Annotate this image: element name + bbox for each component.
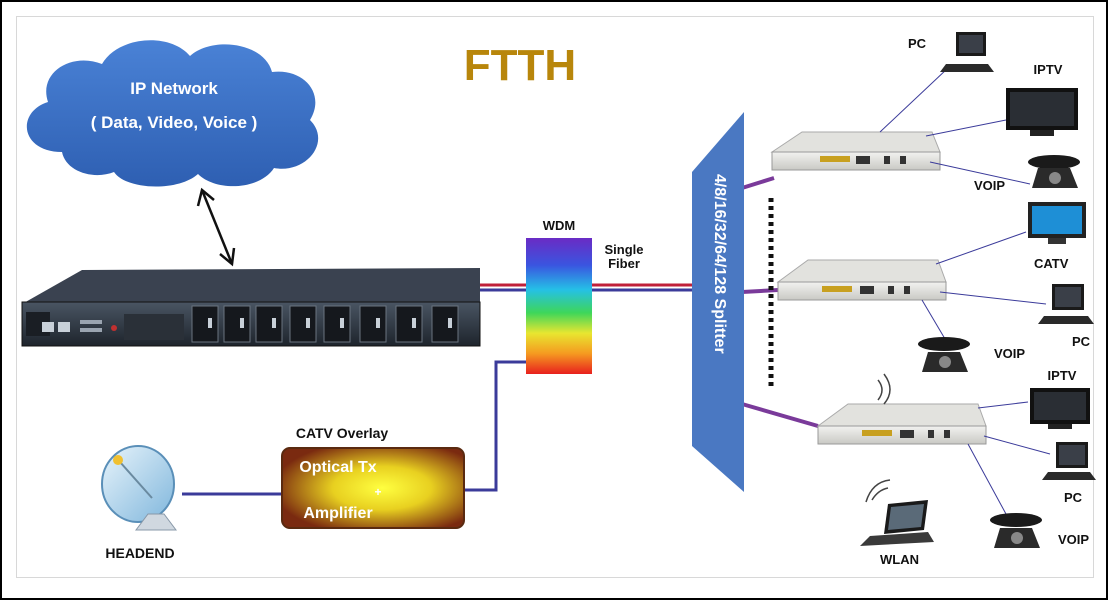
wdm-coupler: WDM xyxy=(526,218,592,374)
monitor-icon xyxy=(1028,202,1086,244)
tv-icon xyxy=(1006,88,1078,136)
wifi-icon xyxy=(865,479,891,503)
phone-icon xyxy=(1028,155,1080,188)
optical-tx-label: Optical Tx xyxy=(299,459,376,476)
diagram-title: FTTH xyxy=(464,41,576,90)
pc-icon xyxy=(940,32,994,72)
optical-tx-amplifier-box: Optical Tx + Amplifier xyxy=(281,447,465,529)
tv-icon xyxy=(1030,388,1090,429)
bottom-wlan-label: WLAN xyxy=(880,552,919,567)
bottom-pc-label: PC xyxy=(1064,490,1083,505)
satellite-dish-icon xyxy=(101,445,177,531)
olt-chassis xyxy=(21,268,481,347)
onu-top xyxy=(770,131,941,171)
splitter-label: 4/8/16/32/64/128 Splitter xyxy=(711,174,728,354)
laptop-icon xyxy=(860,500,934,546)
fiber-links xyxy=(182,176,819,496)
fiber-label-line1: Single xyxy=(604,242,643,257)
bidirectional-arrow-icon xyxy=(196,187,236,267)
phone-icon xyxy=(918,337,970,372)
optical-splitter: 4/8/16/32/64/128 Splitter xyxy=(692,112,744,492)
wdm-label: WDM xyxy=(543,218,576,233)
ip-network-cloud: IP Network ( Data, Video, Voice ) xyxy=(26,40,319,187)
middle-catv-label: CATV xyxy=(1034,256,1069,271)
bottom-iptv-label: IPTV xyxy=(1048,368,1077,383)
middle-pc-label: PC xyxy=(1072,334,1091,349)
catv-overlay-title: CATV Overlay xyxy=(296,425,389,441)
plus-label: + xyxy=(374,485,381,499)
amplifier-label: Amplifier xyxy=(303,505,372,522)
wifi-icon xyxy=(877,373,891,405)
headend-label: HEADEND xyxy=(105,545,174,561)
top-pc-label: PC xyxy=(908,36,927,51)
top-voip-label: VOIP xyxy=(974,178,1005,193)
onu-bottom xyxy=(816,403,987,445)
onu-middle xyxy=(776,259,947,301)
bottom-voip-label: VOIP xyxy=(1058,532,1089,547)
fiber-label-line2: Fiber xyxy=(608,256,640,271)
pc-icon xyxy=(1042,442,1096,480)
cloud-subtitle: ( Data, Video, Voice ) xyxy=(91,113,258,132)
device-links xyxy=(879,67,1051,515)
middle-voip-label: VOIP xyxy=(994,346,1025,361)
phone-icon xyxy=(990,513,1042,548)
pc-icon xyxy=(1038,284,1094,324)
cloud-title: IP Network xyxy=(130,79,218,98)
top-iptv-label: IPTV xyxy=(1034,62,1063,77)
